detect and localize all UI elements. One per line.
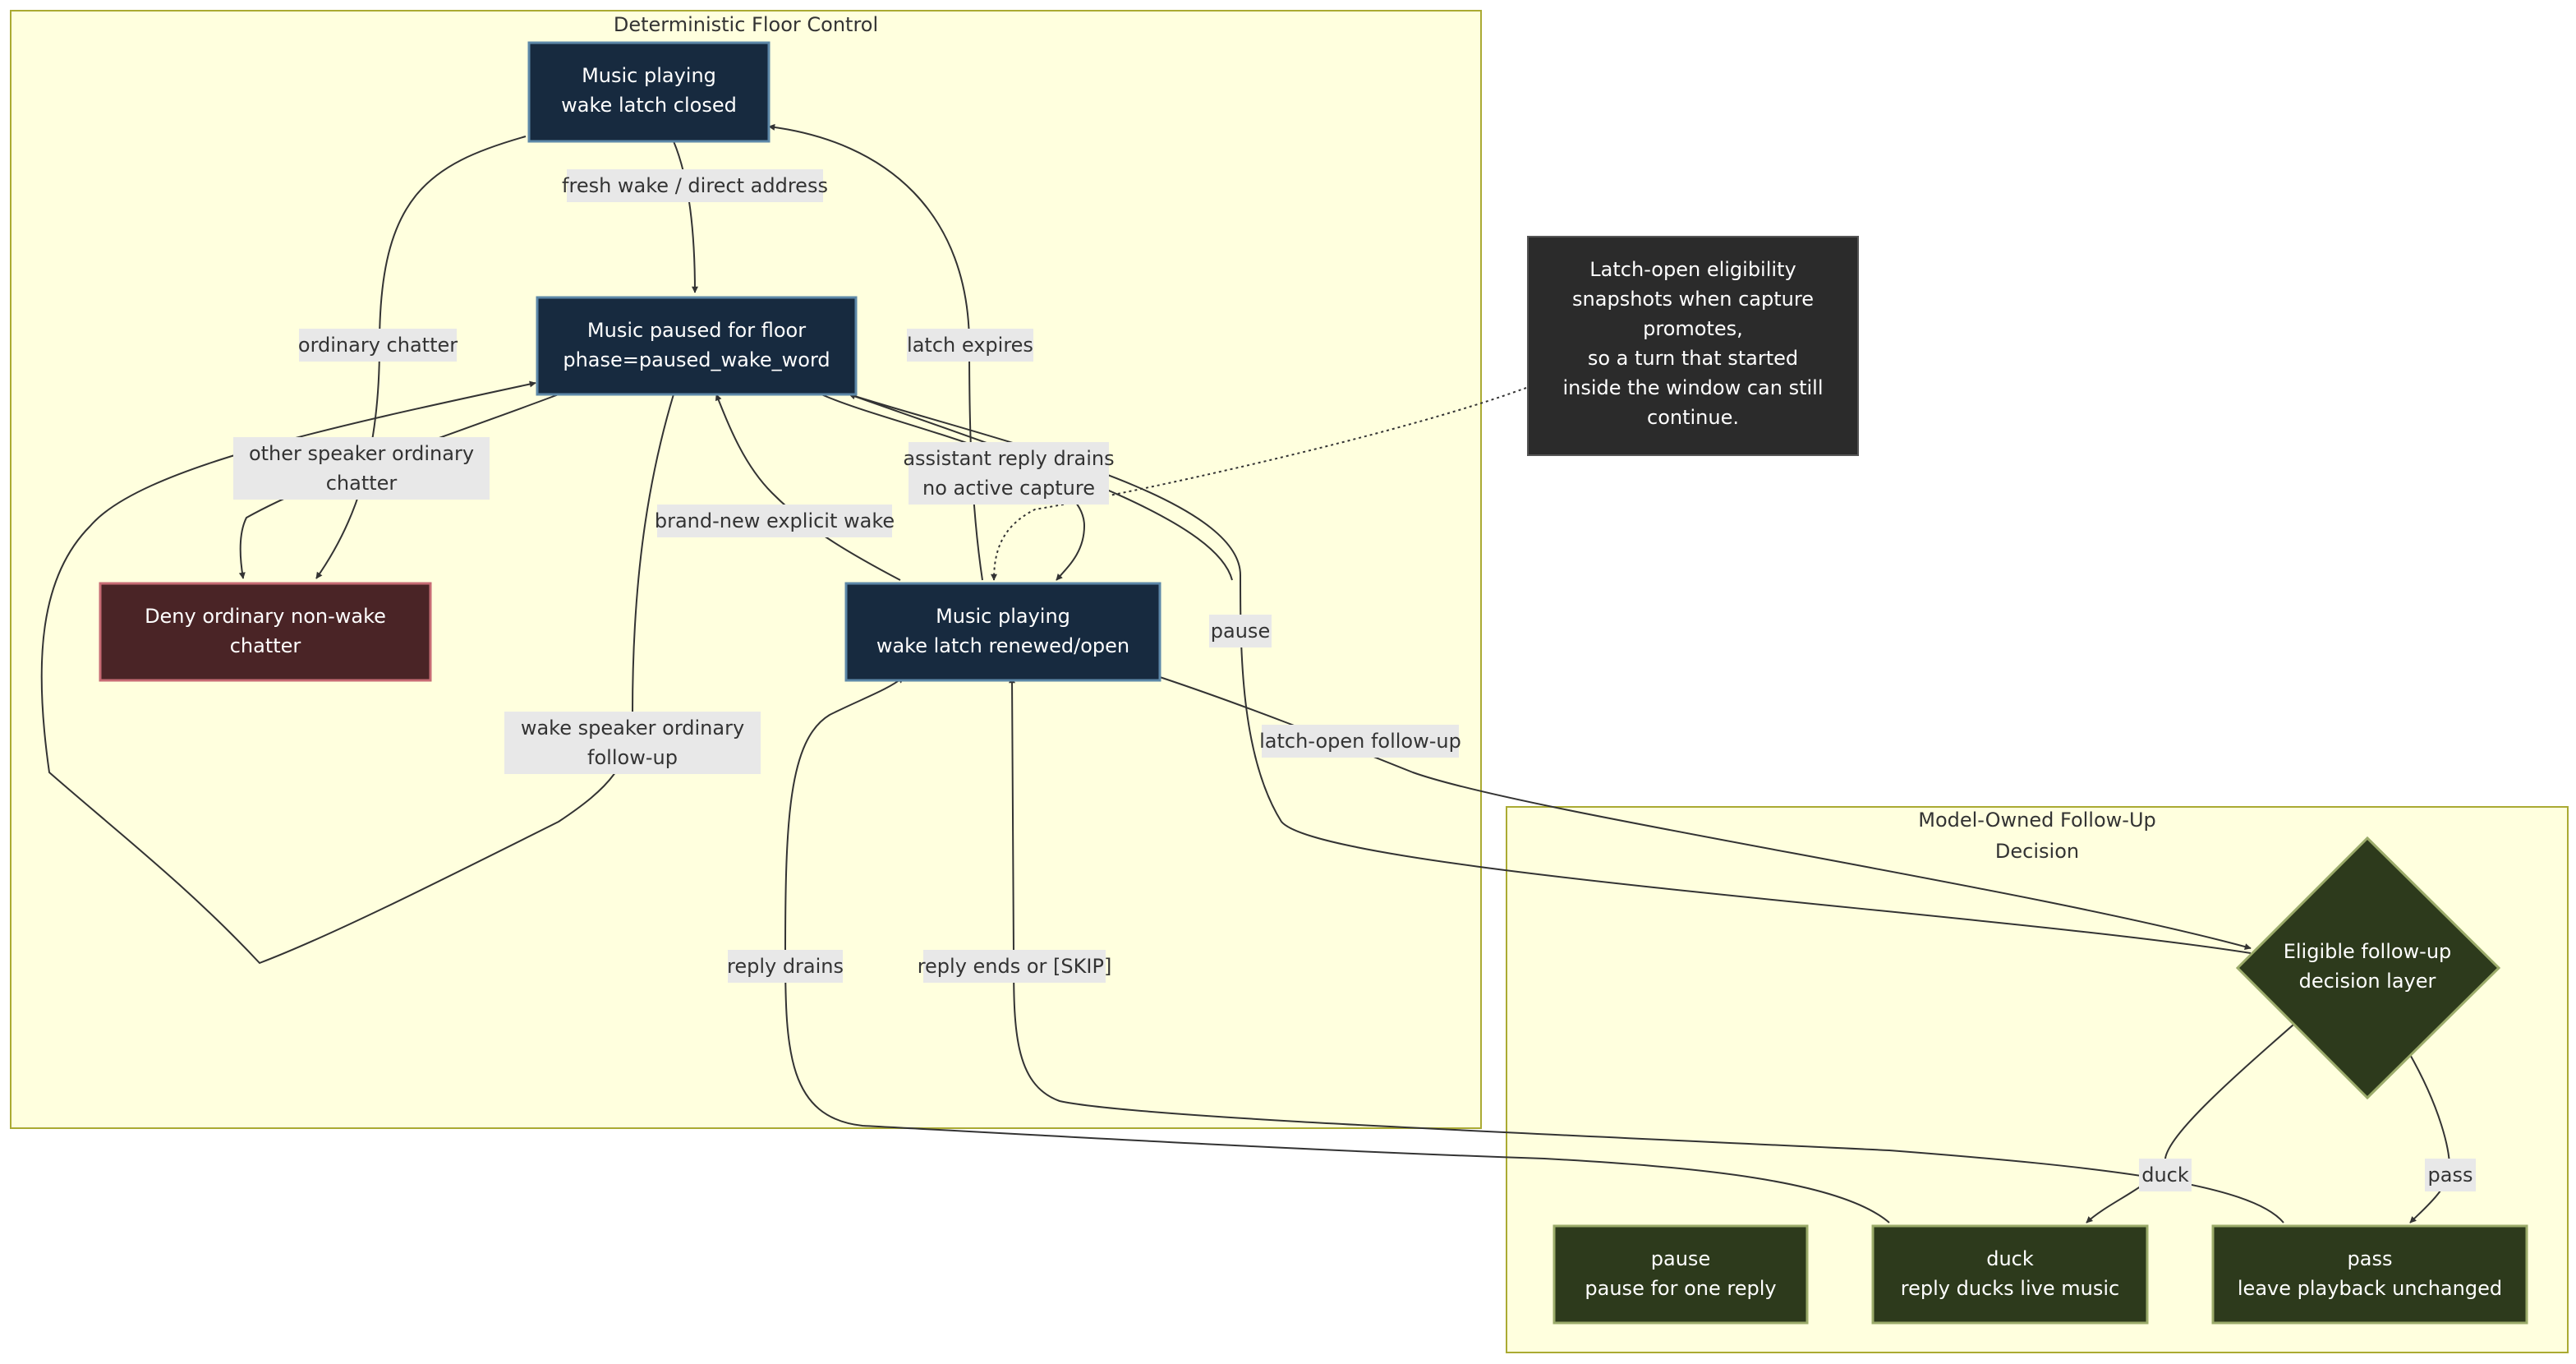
node-paused-floor-line2: phase=paused_wake_word	[563, 348, 830, 371]
note-line1: Latch-open eligibility	[1589, 258, 1796, 281]
edge-brand-new-wake	[715, 394, 901, 581]
note-line4: so a turn that started	[1588, 347, 1798, 370]
label-wake-speaker-line2: follow-up	[587, 746, 678, 769]
node-decision: Eligible follow-up decision layer	[2235, 836, 2501, 1100]
cluster-model-owned-title-line2: Decision	[1995, 840, 2079, 863]
note-line6: continue.	[1647, 406, 1739, 429]
node-duck-line2: reply ducks live music	[1901, 1277, 2119, 1300]
node-deny-chatter: Deny ordinary non-wake chatter	[99, 582, 432, 682]
node-deny-chatter-line2: chatter	[230, 634, 301, 657]
label-duck: duck	[2141, 1164, 2189, 1187]
label-pass: pass	[2428, 1164, 2473, 1187]
node-duck: duck reply ducks live music	[1871, 1224, 2149, 1325]
node-pass: pass leave playback unchanged	[2211, 1224, 2528, 1325]
edge-note	[991, 387, 1527, 581]
edge-labels: fresh wake / direct address ordinary cha…	[233, 169, 2476, 1191]
node-pass-line2: leave playback unchanged	[2238, 1277, 2502, 1300]
edge-duck	[2086, 1018, 2301, 1223]
node-latch-open: Music playing wake latch renewed/open	[844, 582, 1162, 682]
label-pause: pause	[1211, 620, 1270, 643]
label-ordinary-chatter: ordinary chatter	[298, 334, 458, 357]
label-other-speaker-line1: other speaker ordinary	[249, 442, 474, 465]
edge-reply-ends	[1009, 676, 2284, 1223]
node-decision-line2: decision layer	[2299, 970, 2436, 993]
note-line3: promotes,	[1643, 317, 1743, 340]
node-deny-chatter-line1: Deny ordinary non-wake	[145, 605, 386, 628]
label-latch-open-followup: latch-open follow-up	[1259, 730, 1461, 753]
node-pause: pause pause for one reply	[1552, 1224, 1809, 1325]
label-wake-speaker-line1: wake speaker ordinary	[521, 717, 744, 740]
label-fresh-wake: fresh wake / direct address	[562, 174, 828, 197]
node-latch-open-line1: Music playing	[936, 605, 1070, 628]
edge-latch-open-followup	[1159, 676, 2252, 950]
node-pass-line1: pass	[2348, 1247, 2393, 1270]
label-reply-drains: reply drains	[727, 955, 844, 978]
note-line5: inside the window can still	[1562, 376, 1823, 399]
node-paused-floor-line1: Music paused for floor	[587, 319, 806, 342]
cluster-deterministic-title: Deterministic Floor Control	[614, 13, 878, 36]
edges	[40, 123, 2451, 1223]
node-duck-line1: duck	[1986, 1247, 2034, 1270]
label-assistant-drains-line2: no active capture	[922, 477, 1095, 500]
node-latch-closed-line2: wake latch closed	[561, 94, 737, 117]
node-latch-closed-line1: Music playing	[582, 64, 716, 87]
node-pause-line2: pause for one reply	[1585, 1277, 1776, 1300]
node-latch-open-line2: wake latch renewed/open	[876, 634, 1129, 657]
node-latch-closed: Music playing wake latch closed	[527, 41, 770, 143]
node-pause-line1: pause	[1651, 1247, 1710, 1270]
note-latch-eligibility: Latch-open eligibility snapshots when ca…	[1527, 236, 1859, 456]
cluster-model-owned-title-line1: Model-Owned Follow-Up	[1918, 809, 2156, 832]
label-latch-expires: latch expires	[907, 334, 1033, 357]
node-decision-line1: Eligible follow-up	[2284, 940, 2452, 963]
label-reply-ends: reply ends or [SKIP]	[918, 955, 1112, 978]
node-paused-floor: Music paused for floor phase=paused_wake…	[536, 296, 858, 396]
label-assistant-drains-line1: assistant reply drains	[903, 447, 1114, 470]
label-other-speaker-line2: chatter	[326, 472, 398, 495]
edge-reply-drains	[784, 676, 1890, 1223]
label-brand-new-wake: brand-new explicit wake	[655, 509, 895, 532]
note-line2: snapshots when capture	[1572, 288, 1814, 311]
